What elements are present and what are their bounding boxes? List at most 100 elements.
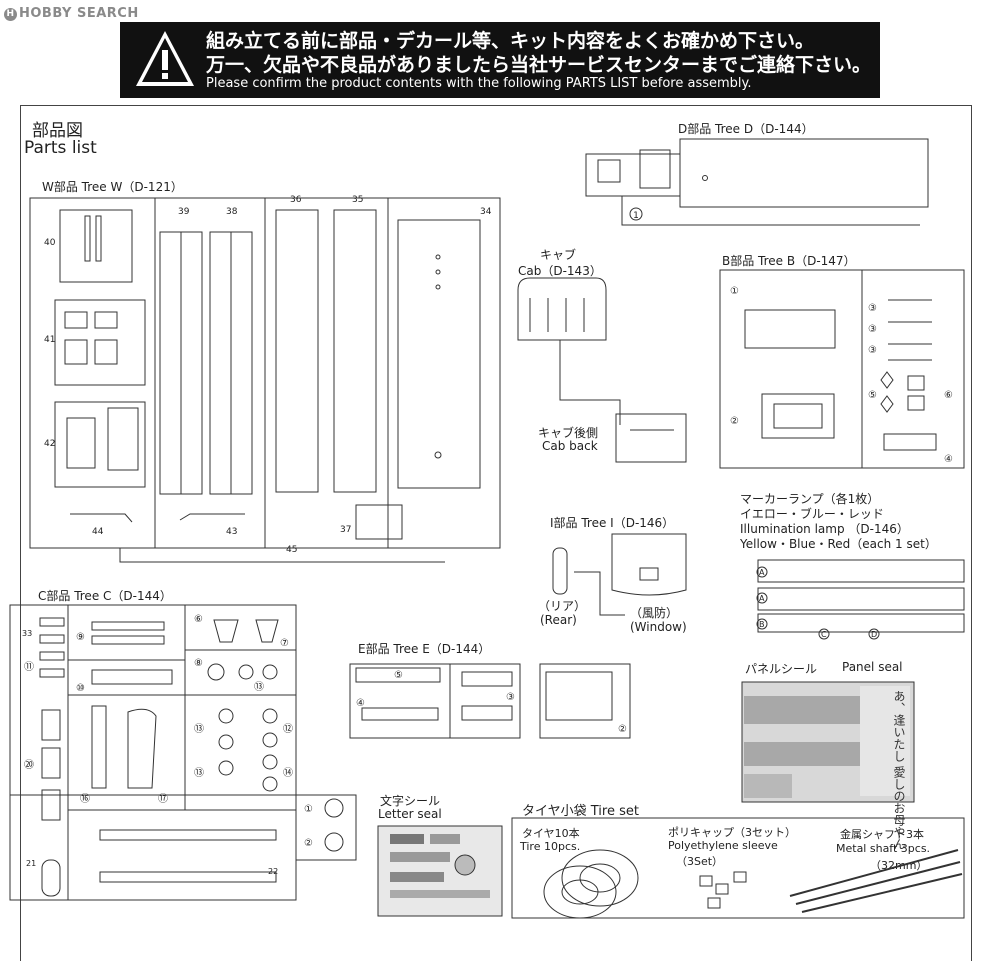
part-c33 <box>39 617 65 627</box>
label-b4: ④ <box>944 454 953 465</box>
label-38: 38 <box>226 207 238 217</box>
part-c13e <box>218 760 234 776</box>
part-c13d <box>218 734 234 750</box>
part-42-detail <box>66 417 96 469</box>
polycap-1 <box>699 875 713 887</box>
marker-label-d-circle <box>868 628 880 640</box>
part-i-rear <box>552 547 568 595</box>
part-e3 <box>461 705 513 721</box>
shaft-2 <box>795 861 961 905</box>
tree-b-frame <box>719 269 965 469</box>
label-marker-a-2: A <box>759 594 765 603</box>
panel-seal-text-box <box>860 686 910 796</box>
label-37: 37 <box>340 525 351 535</box>
tree-w-frame <box>29 197 501 549</box>
label-c13-3: ⑬ <box>194 767 204 779</box>
part-c12-2 <box>262 732 278 748</box>
part-35 <box>333 209 377 493</box>
panel-seal-label-jp: パネルシール <box>745 662 818 676</box>
label-c21: 21 <box>26 859 36 868</box>
shaft-3 <box>801 873 963 913</box>
part-i-window <box>611 533 687 596</box>
tree-b-label: B部品 Tree B（D-147） <box>722 254 856 268</box>
part-c11 <box>39 651 65 661</box>
part-41 <box>54 299 146 386</box>
marker-label-a-circle <box>756 566 768 578</box>
label-c14: ⑭ <box>283 767 293 779</box>
polycap-3 <box>733 871 747 883</box>
part-c-wheel-2 <box>324 832 344 852</box>
window-label-en: (Window) <box>630 620 687 634</box>
part-b6-2 <box>907 395 925 411</box>
shaft-1 <box>789 849 959 897</box>
letter-seal <box>377 825 503 917</box>
tire-1-inner <box>579 863 621 893</box>
marker-label-b-circle <box>756 618 768 630</box>
part-b5-2 <box>880 395 894 413</box>
label-43: 43 <box>226 527 237 537</box>
cab-back-label-en: Cab back <box>542 439 598 453</box>
label-35: 35 <box>352 195 363 205</box>
label-e5: ⑤ <box>394 670 403 681</box>
label-c22: 22 <box>268 867 278 876</box>
polycap-4 <box>707 897 721 909</box>
tire-label-en: Tire 10pcs. <box>520 840 581 853</box>
part-34-hole <box>435 254 441 260</box>
part-c10 <box>91 669 173 685</box>
part-c6 <box>213 619 239 643</box>
label-36: 36 <box>290 195 302 205</box>
warning-triangle-icon <box>136 31 194 86</box>
part-c11-2 <box>39 668 65 678</box>
tire-set-title: タイヤ小袋 Tire set <box>522 804 639 819</box>
parts-frame <box>20 105 972 961</box>
label-c13-2: ⑬ <box>194 723 204 735</box>
panel-seal <box>741 681 915 803</box>
letter-seal-block-5 <box>390 890 490 898</box>
part-b5 <box>880 371 894 389</box>
label-c9: ⑨ <box>76 632 85 643</box>
part-c22-2 <box>99 871 277 883</box>
label-marker-c: C <box>821 630 827 639</box>
part-41-cell <box>64 311 88 329</box>
panel-seal-wave-3 <box>744 774 792 798</box>
label-c2: ② <box>304 838 313 849</box>
part-c33-2 <box>39 634 65 644</box>
label-c33: 33 <box>22 629 32 638</box>
label-marker-b: B <box>759 620 765 629</box>
label-c11: ⑪ <box>24 661 34 673</box>
label-c20: ⑳ <box>24 759 34 771</box>
part-e2 <box>461 671 513 687</box>
shaft-label-jp: 金属シャフト3本 <box>840 828 924 841</box>
marker-label-a-circle-2 <box>756 592 768 604</box>
label-b3-3: ③ <box>868 345 877 356</box>
tree-c-frame-bottom <box>9 795 297 901</box>
part-40-slot-2 <box>95 215 102 262</box>
label-c6: ⑥ <box>194 614 203 625</box>
panel-seal-wave-1 <box>744 696 860 724</box>
tree-d-label: D部品 Tree D（D-144） <box>678 122 814 136</box>
tree-d-body <box>679 138 929 208</box>
label-marker-a: A <box>759 568 765 577</box>
window-label-jp: （風防） <box>630 606 679 620</box>
polycap-label-en-2: （3Set） <box>676 855 724 868</box>
tree-e-frame-2 <box>539 663 631 739</box>
tree-d: 1 <box>585 138 929 226</box>
tree-i-runner <box>574 571 625 616</box>
part-c13c <box>218 708 234 724</box>
letter-seal-label-en: Letter seal <box>378 807 442 821</box>
label-b6: ⑥ <box>944 390 953 401</box>
part-c7 <box>255 619 279 643</box>
tree-w <box>29 197 501 563</box>
warning-banner: 組み立てる前に部品・デカール等、キット内容をよくお確かめ下さい。 万一、欠品や不… <box>120 22 880 98</box>
polycap-label-en: Polyethylene sleeve <box>668 839 778 852</box>
part-41-cell-4 <box>94 339 118 365</box>
marker-strip-a-2 <box>757 587 965 611</box>
tree-c-extension <box>296 794 357 861</box>
panel-seal-label-en: Panel seal <box>842 660 903 674</box>
part-34-hole-3 <box>435 284 441 290</box>
part-40-slot <box>84 215 91 262</box>
part-c12 <box>262 708 278 724</box>
part-c21 <box>41 859 61 897</box>
panel-seal-text: あ、逢いたし 愛しのお母やん <box>892 690 906 850</box>
part-41-cell-2 <box>94 311 118 329</box>
